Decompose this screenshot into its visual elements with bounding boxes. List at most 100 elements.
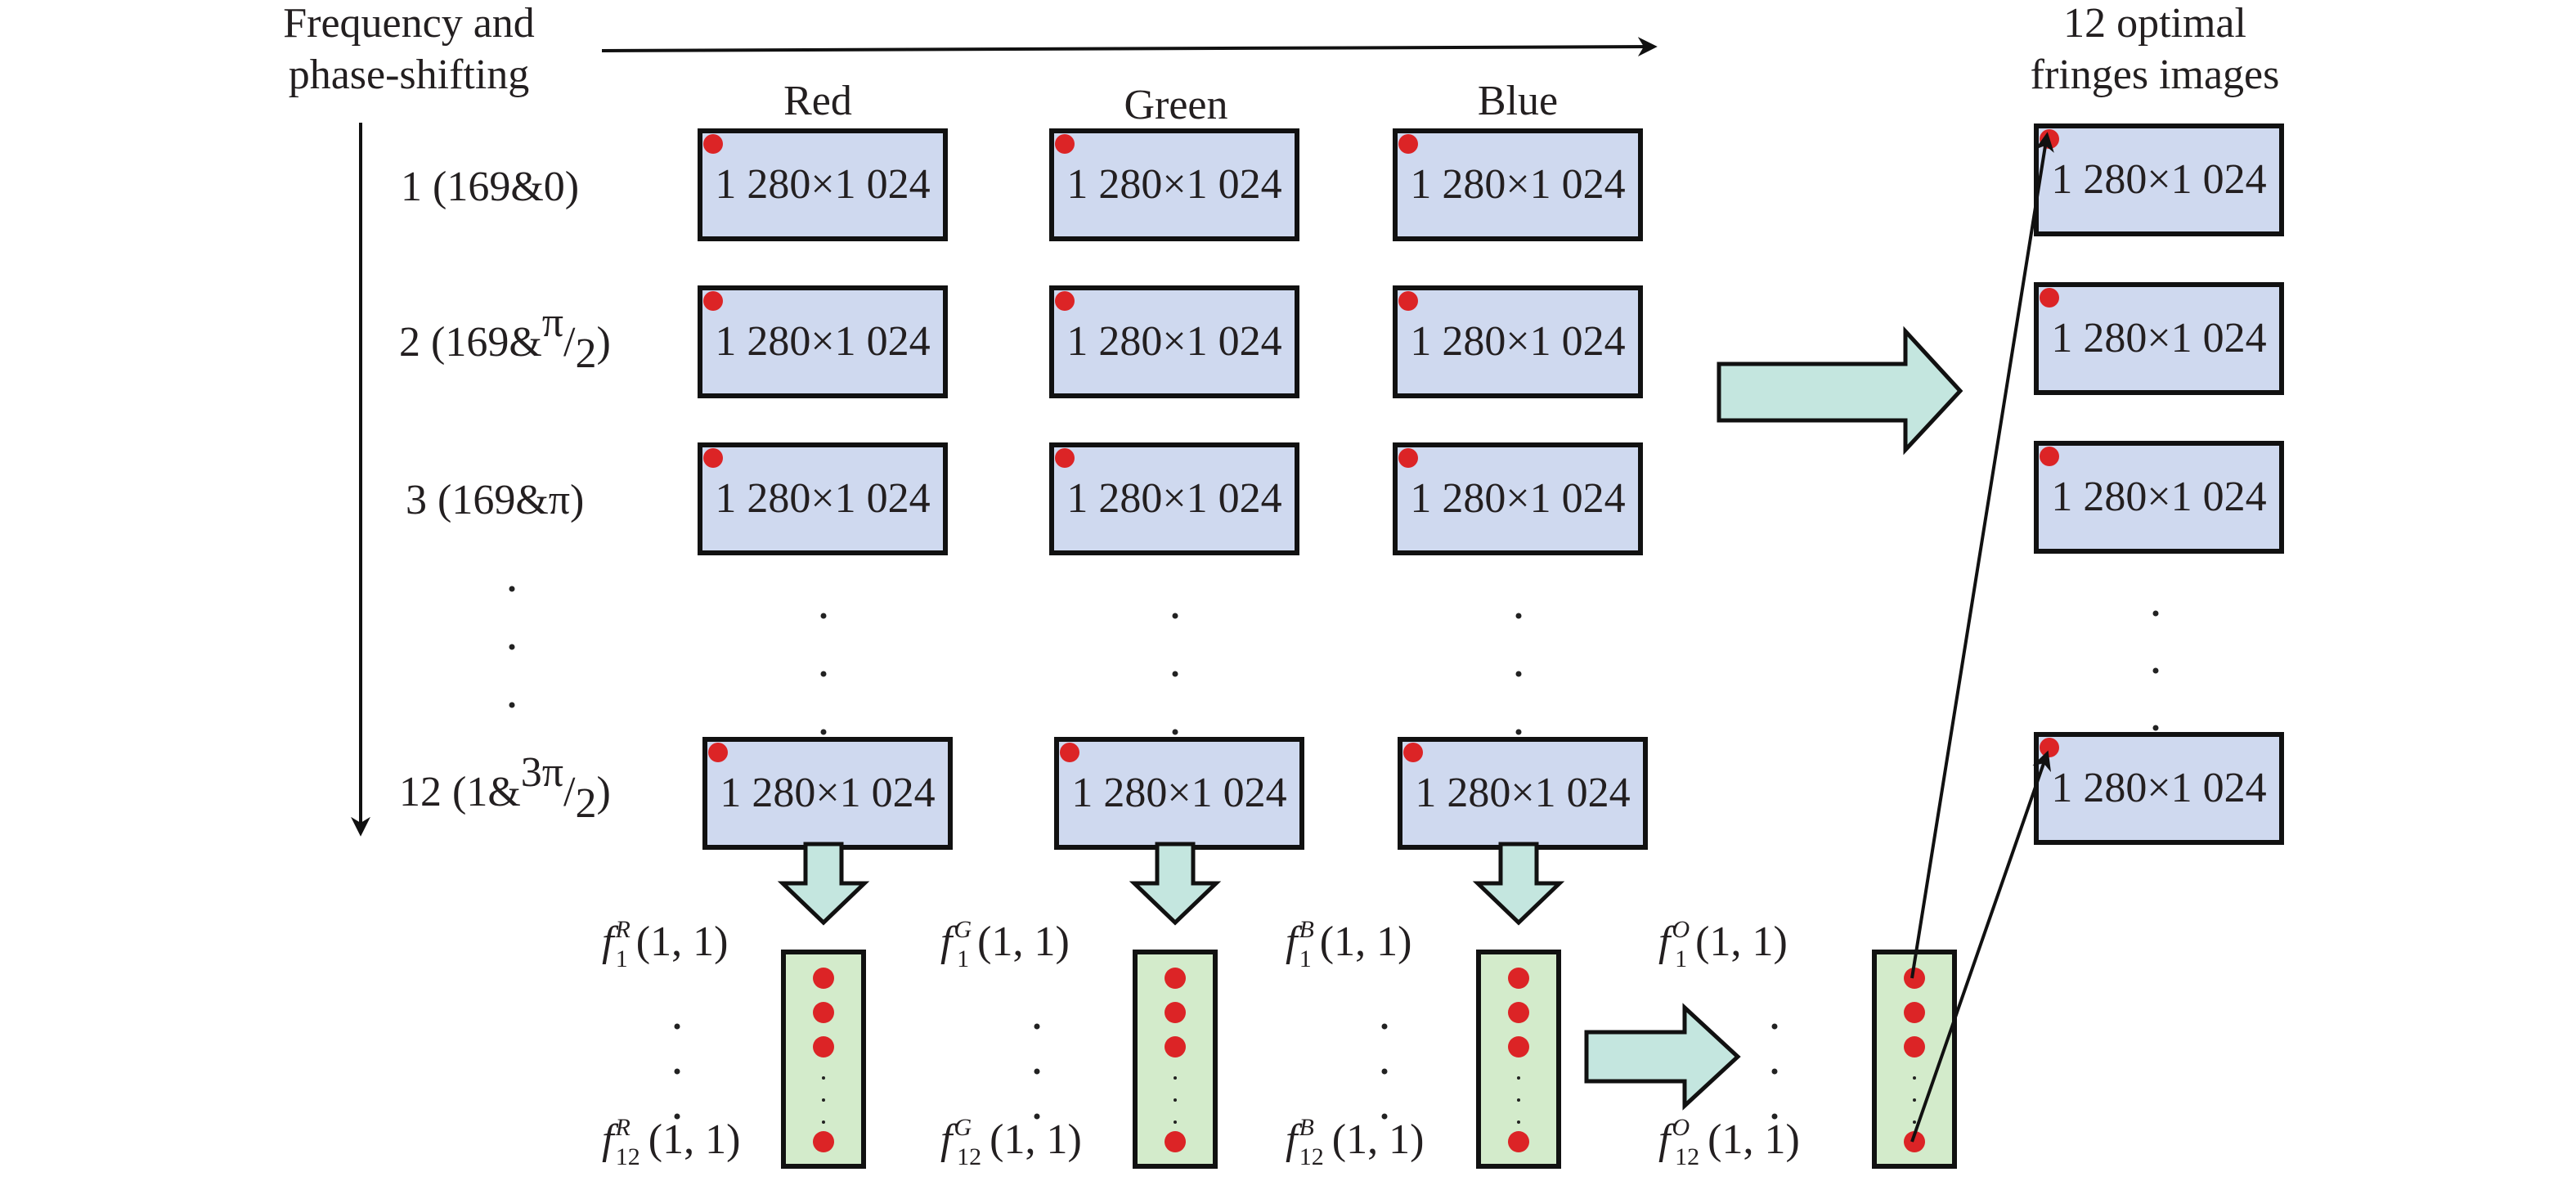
row-label-1: 1 (169&0) bbox=[401, 164, 579, 210]
pixel-dot bbox=[1165, 1036, 1186, 1058]
down-arrows bbox=[777, 842, 1565, 926]
marker-dot bbox=[2040, 738, 2059, 757]
connector-line-last bbox=[1910, 750, 2052, 1143]
image-size-label: 1 280×1 024 bbox=[1066, 318, 1281, 365]
image-size-label: 1 280×1 024 bbox=[1410, 161, 1625, 208]
connector-line-first bbox=[1910, 132, 2054, 979]
image-size-label: 1 280×1 024 bbox=[2051, 156, 2266, 203]
ellipsis-dot bbox=[1034, 1113, 1040, 1120]
ellipsis-dot bbox=[1174, 1120, 1177, 1124]
image-box-b-row-12: 1 280×1 024 bbox=[1398, 737, 1648, 850]
ellipsis-dots bbox=[509, 586, 2159, 1120]
marker-dot bbox=[1055, 134, 1075, 154]
ellipsis-dot bbox=[509, 586, 515, 592]
marker-dot bbox=[2040, 288, 2059, 308]
pixel-dot bbox=[1508, 968, 1529, 989]
pixel-vector-g bbox=[1133, 950, 1218, 1169]
image-size-label: 1 280×1 024 bbox=[1415, 770, 1630, 816]
left-title: Frequency and phase-shifting bbox=[283, 0, 535, 98]
pixel-dot bbox=[1508, 1131, 1529, 1152]
marker-dot bbox=[1055, 448, 1075, 468]
image-box-g-row-12: 1 280×1 024 bbox=[1054, 737, 1304, 850]
image-size-label: 1 280×1 024 bbox=[1410, 318, 1625, 365]
image-box-b-row-3: 1 280×1 024 bbox=[1393, 442, 1643, 555]
ellipsis-dot bbox=[1034, 1023, 1040, 1030]
image-box-r-row-3: 1 280×1 024 bbox=[698, 442, 948, 555]
pixel-dot bbox=[813, 1036, 834, 1058]
pixel-dot bbox=[1165, 1131, 1186, 1152]
pixel-dot bbox=[813, 968, 834, 989]
ellipsis-dot bbox=[1174, 1076, 1177, 1080]
ellipsis-dot bbox=[1515, 613, 1522, 619]
ellipsis-dot bbox=[1913, 1076, 1916, 1080]
optimal-image-box-3: 1 280×1 024 bbox=[2034, 441, 2284, 554]
ellipsis-dot bbox=[1174, 1098, 1177, 1102]
ellipsis-dot bbox=[822, 1098, 825, 1102]
ellipsis-dot bbox=[2152, 667, 2159, 674]
pixel-dot bbox=[1165, 1002, 1186, 1023]
right-title-line-2: fringes images bbox=[2031, 52, 2280, 98]
ellipsis-dot bbox=[1381, 1068, 1388, 1075]
ellipsis-dot bbox=[1381, 1113, 1388, 1120]
ellipsis-dot bbox=[2152, 725, 2159, 731]
image-box-r-row-1: 1 280×1 024 bbox=[698, 128, 948, 241]
marker-dot bbox=[703, 134, 723, 154]
image-size-label: 1 280×1 024 bbox=[2051, 474, 2266, 520]
ellipsis-dot bbox=[674, 1113, 680, 1120]
ellipsis-dot bbox=[674, 1068, 680, 1075]
ellipsis-dot bbox=[820, 671, 827, 677]
image-size-label: 1 280×1 024 bbox=[1071, 770, 1286, 816]
marker-dot bbox=[1398, 134, 1418, 154]
marker-dot bbox=[1055, 291, 1075, 311]
column-header-green: Green bbox=[1124, 82, 1227, 128]
marker-dot bbox=[2040, 129, 2059, 149]
marker-dot bbox=[1398, 448, 1418, 468]
optimal-image-box-1: 1 280×1 024 bbox=[2034, 123, 2284, 236]
ellipsis-dot bbox=[1172, 729, 1178, 735]
ellipsis-dot bbox=[1517, 1076, 1520, 1080]
right-title: 12 optimal fringes images bbox=[2031, 0, 2280, 98]
big-right-arrow bbox=[1717, 326, 1963, 456]
down-arrow-g bbox=[1129, 842, 1222, 926]
image-grid: 1 280×1 024 1 280×1 024 1 280×1 024 1 280×1… bbox=[698, 123, 2284, 850]
ellipsis-dot bbox=[1515, 671, 1522, 677]
ellipsis-dot bbox=[1517, 1098, 1520, 1102]
small-right-arrow bbox=[1584, 1003, 1741, 1111]
ellipsis-dot bbox=[1771, 1023, 1778, 1030]
ellipsis-dot bbox=[822, 1120, 825, 1124]
image-box-g-row-1: 1 280×1 024 bbox=[1049, 128, 1299, 241]
optimal-image-box-2: 1 280×1 024 bbox=[2034, 282, 2284, 395]
image-size-label: 1 280×1 024 bbox=[1066, 161, 1281, 208]
row-label-2: 2 (169&π/2) bbox=[399, 299, 611, 377]
marker-dot bbox=[1398, 291, 1418, 311]
ellipsis-dot bbox=[1034, 1068, 1040, 1075]
pixel-dot bbox=[1508, 1036, 1529, 1058]
ellipsis-dot bbox=[509, 644, 515, 650]
marker-dot bbox=[2040, 447, 2059, 466]
pixel-dot bbox=[1904, 1131, 1925, 1152]
pixel-dot bbox=[813, 1131, 834, 1152]
down-arrow-r bbox=[777, 842, 870, 926]
ellipsis-dot bbox=[674, 1023, 680, 1030]
optimal-image-box-12: 1 280×1 024 bbox=[2034, 732, 2284, 845]
left-title-line-1: Frequency and bbox=[283, 0, 535, 47]
pixel-vectors bbox=[781, 950, 1957, 1169]
pixel-dot bbox=[1904, 1002, 1925, 1023]
marker-dot bbox=[1403, 743, 1423, 762]
image-size-label: 1 280×1 024 bbox=[1066, 475, 1281, 522]
ellipsis-dot bbox=[1771, 1113, 1778, 1120]
row-label-12: 12 (1&3π/2) bbox=[399, 749, 611, 827]
ellipsis-dot bbox=[1381, 1023, 1388, 1030]
image-size-label: 1 280×1 024 bbox=[1410, 475, 1625, 522]
image-box-g-row-2: 1 280×1 024 bbox=[1049, 285, 1299, 398]
image-size-label: 1 280×1 024 bbox=[715, 161, 930, 208]
down-arrow-b bbox=[1472, 842, 1565, 926]
column-header-red: Red bbox=[783, 78, 852, 124]
ellipsis-dot bbox=[1515, 729, 1522, 735]
ellipsis-dot bbox=[1517, 1120, 1520, 1124]
